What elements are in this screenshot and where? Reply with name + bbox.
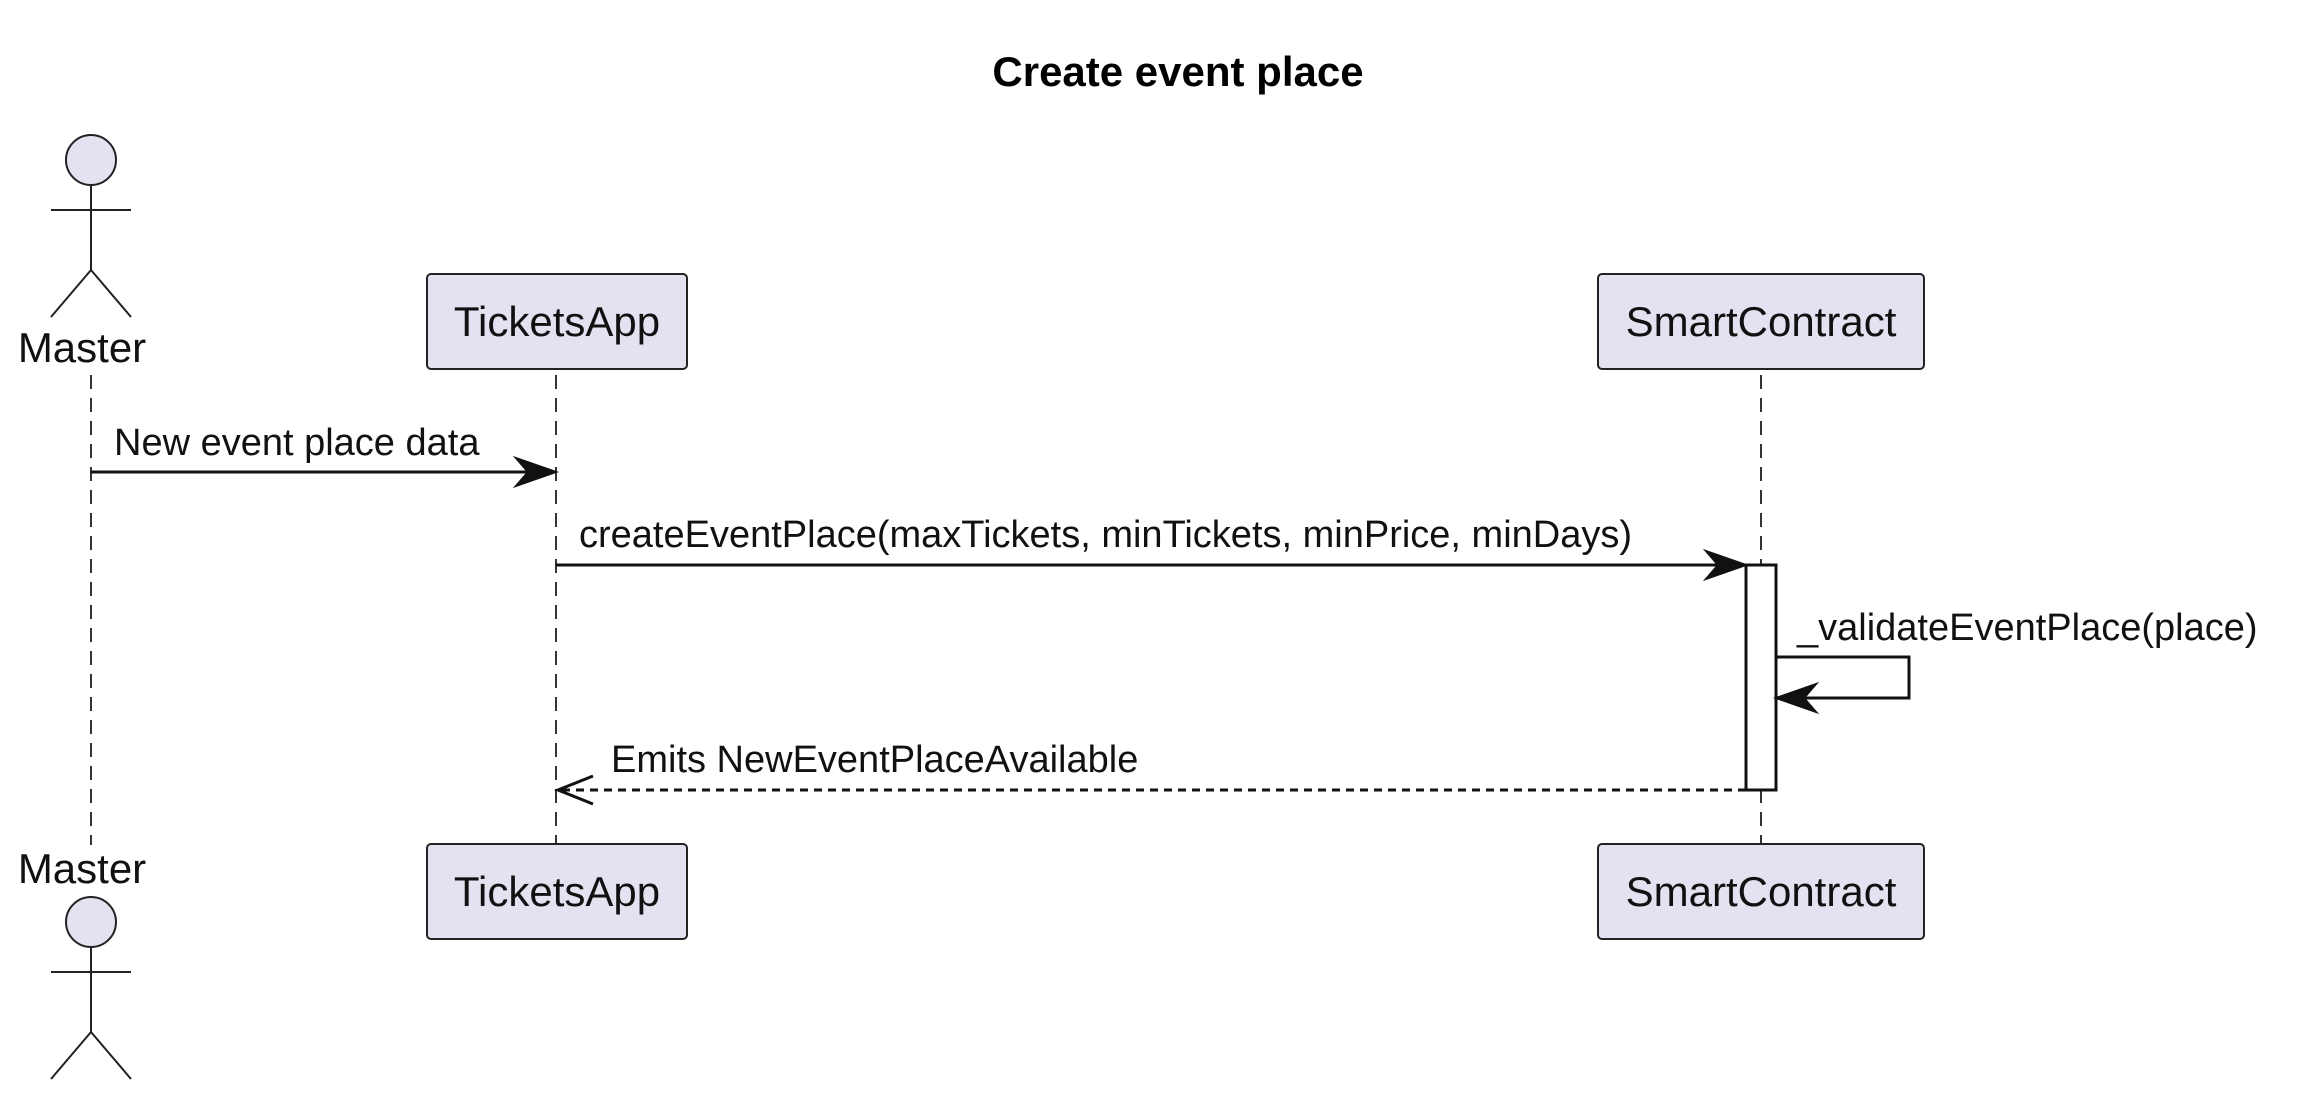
participant-box xyxy=(1597,843,1925,940)
message-label: Emits NewEventPlaceAvailable xyxy=(611,739,1138,781)
participant-label-smartcontract-top: SmartContract xyxy=(1626,298,1897,345)
actor-master-top: Master xyxy=(18,134,146,371)
actor-left-leg xyxy=(50,1031,92,1080)
participant-smartcontract-bottom: SmartContract xyxy=(1597,843,1925,940)
actor-right-leg xyxy=(90,269,132,318)
arrow-head xyxy=(512,455,560,489)
message-label: New event place data xyxy=(114,422,480,464)
participant-ticketsapp-top: TicketsApp xyxy=(426,273,688,370)
actor-head xyxy=(65,134,117,186)
participant-smartcontract-top: SmartContract xyxy=(1597,273,1925,370)
diagram-title: Create event place xyxy=(992,48,1363,95)
message-new-event-place-data: New event place data xyxy=(91,422,560,489)
self-call-line xyxy=(1776,655,1911,700)
actor-right-leg xyxy=(90,1031,132,1080)
actor-label-master-bottom: Master xyxy=(18,845,146,892)
participant-ticketsapp-bottom: TicketsApp xyxy=(426,843,688,940)
actor-master-bottom: Master xyxy=(18,845,146,1080)
participant-label-smartcontract-bottom: SmartContract xyxy=(1626,868,1897,915)
actor-head xyxy=(65,896,117,948)
activation-bar-smartcontract xyxy=(1744,563,1778,792)
message-emits-new-event-place: Emits NewEventPlaceAvailable xyxy=(553,739,1746,806)
participant-box xyxy=(426,273,688,370)
participant-label-ticketsapp-bottom: TicketsApp xyxy=(454,868,660,915)
actor-left-leg xyxy=(50,269,92,318)
participant-box xyxy=(426,843,688,940)
arrow-head xyxy=(1702,548,1750,582)
arrow-head xyxy=(1772,681,1820,715)
actor-label-master-top: Master xyxy=(18,324,146,371)
message-label: createEventPlace(maxTickets, minTickets,… xyxy=(579,514,1632,556)
open-arrow-head xyxy=(553,774,594,806)
message-validate-event-place: _validateEventPlace(place) xyxy=(1772,607,2258,715)
participant-label-ticketsapp-top: TicketsApp xyxy=(454,298,660,345)
participant-box xyxy=(1597,273,1925,370)
message-create-event-place: createEventPlace(maxTickets, minTickets,… xyxy=(556,514,1750,582)
message-label: _validateEventPlace(place) xyxy=(1796,607,2258,649)
